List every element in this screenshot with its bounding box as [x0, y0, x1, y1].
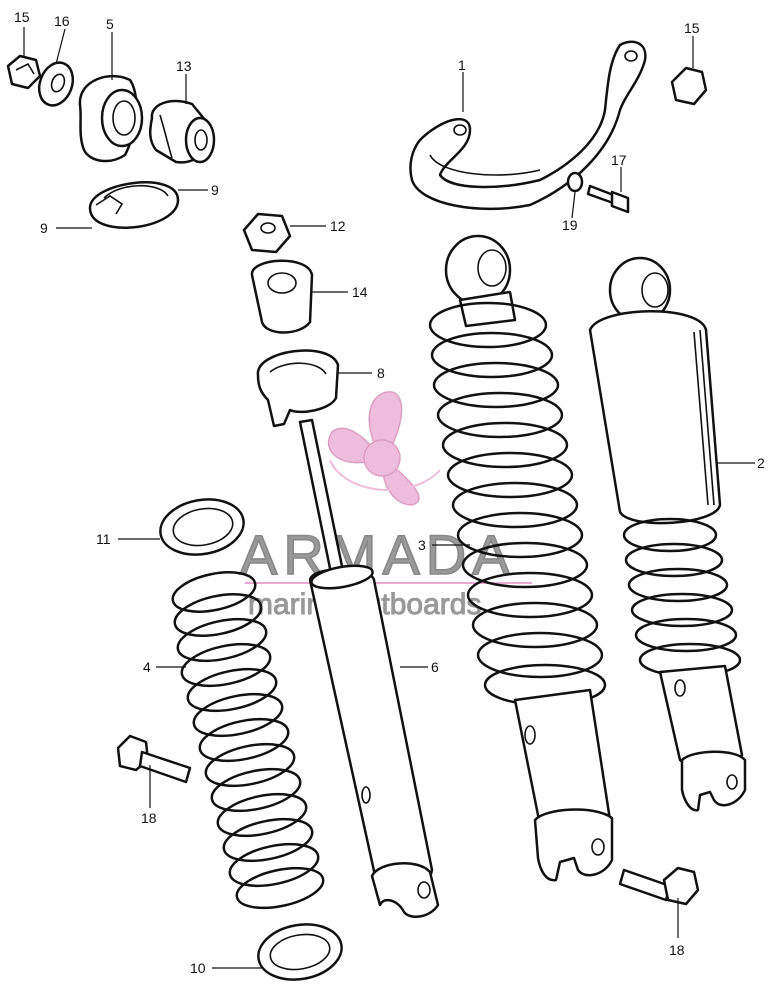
callout-1: 1: [458, 57, 466, 73]
watermark-brand: ARMADA: [240, 523, 516, 586]
part-19-washer: [566, 171, 584, 193]
callout-12: 12: [330, 218, 346, 234]
part-15-cap-nut-right: [670, 66, 708, 106]
callout-15-right: 15: [684, 20, 700, 36]
part-2-shock-absorber-assembly-covered: [588, 256, 747, 812]
part-1-grab-rail: [409, 40, 647, 211]
callout-3: 3: [418, 537, 426, 553]
callout-18-left: 18: [141, 810, 157, 826]
callout-2: 2: [757, 455, 765, 471]
part-15-cap-nut-left: [6, 54, 42, 90]
part-16-washer: [37, 61, 75, 107]
callout-13: 13: [176, 58, 192, 74]
part-12-nut: [242, 212, 292, 254]
callout-10: 10: [190, 960, 206, 976]
callout-11: 11: [96, 531, 111, 547]
callout-9-right: 9: [211, 182, 219, 198]
callout-19: 19: [562, 217, 578, 233]
callout-17: 17: [611, 152, 627, 168]
part-11-spring-guide: [159, 498, 245, 556]
part-14-stopper-rubber: [250, 259, 314, 334]
callout-4: 4: [143, 659, 151, 675]
callout-5: 5: [106, 16, 114, 32]
part-4-coil-spring: [171, 571, 325, 910]
part-5-rubber-bushing-cap: [78, 74, 144, 163]
callout-14: 14: [352, 284, 368, 300]
part-17-bolt: [586, 184, 630, 214]
watermark: ARMADA marine outboards: [239, 391, 532, 622]
callout-16: 16: [54, 13, 70, 29]
callout-labels: 15 16 5 13 9 9 1 15 17 19 12 14 8 2 3 11…: [14, 9, 765, 976]
part-8-spring-seat-stopper: [256, 349, 340, 428]
callout-8: 8: [377, 365, 385, 381]
armada-propeller-logo: [327, 391, 441, 506]
callout-6: 6: [431, 659, 439, 675]
part-3-shock-absorber-assembly-spring: [428, 234, 614, 882]
callout-9-left: 9: [40, 220, 48, 236]
part-10-spring-seat-lower: [257, 923, 343, 981]
part-9-spring-seat: [88, 181, 180, 229]
part-13-rubber-bushing: [149, 99, 216, 164]
callout-18-right: 18: [669, 942, 685, 958]
part-18-bolt-right: [618, 866, 700, 906]
callout-15-left: 15: [14, 9, 30, 25]
part-18-bolt-left: [116, 734, 192, 784]
leader-lines: [23, 27, 755, 969]
part-6-damper: [298, 418, 440, 918]
